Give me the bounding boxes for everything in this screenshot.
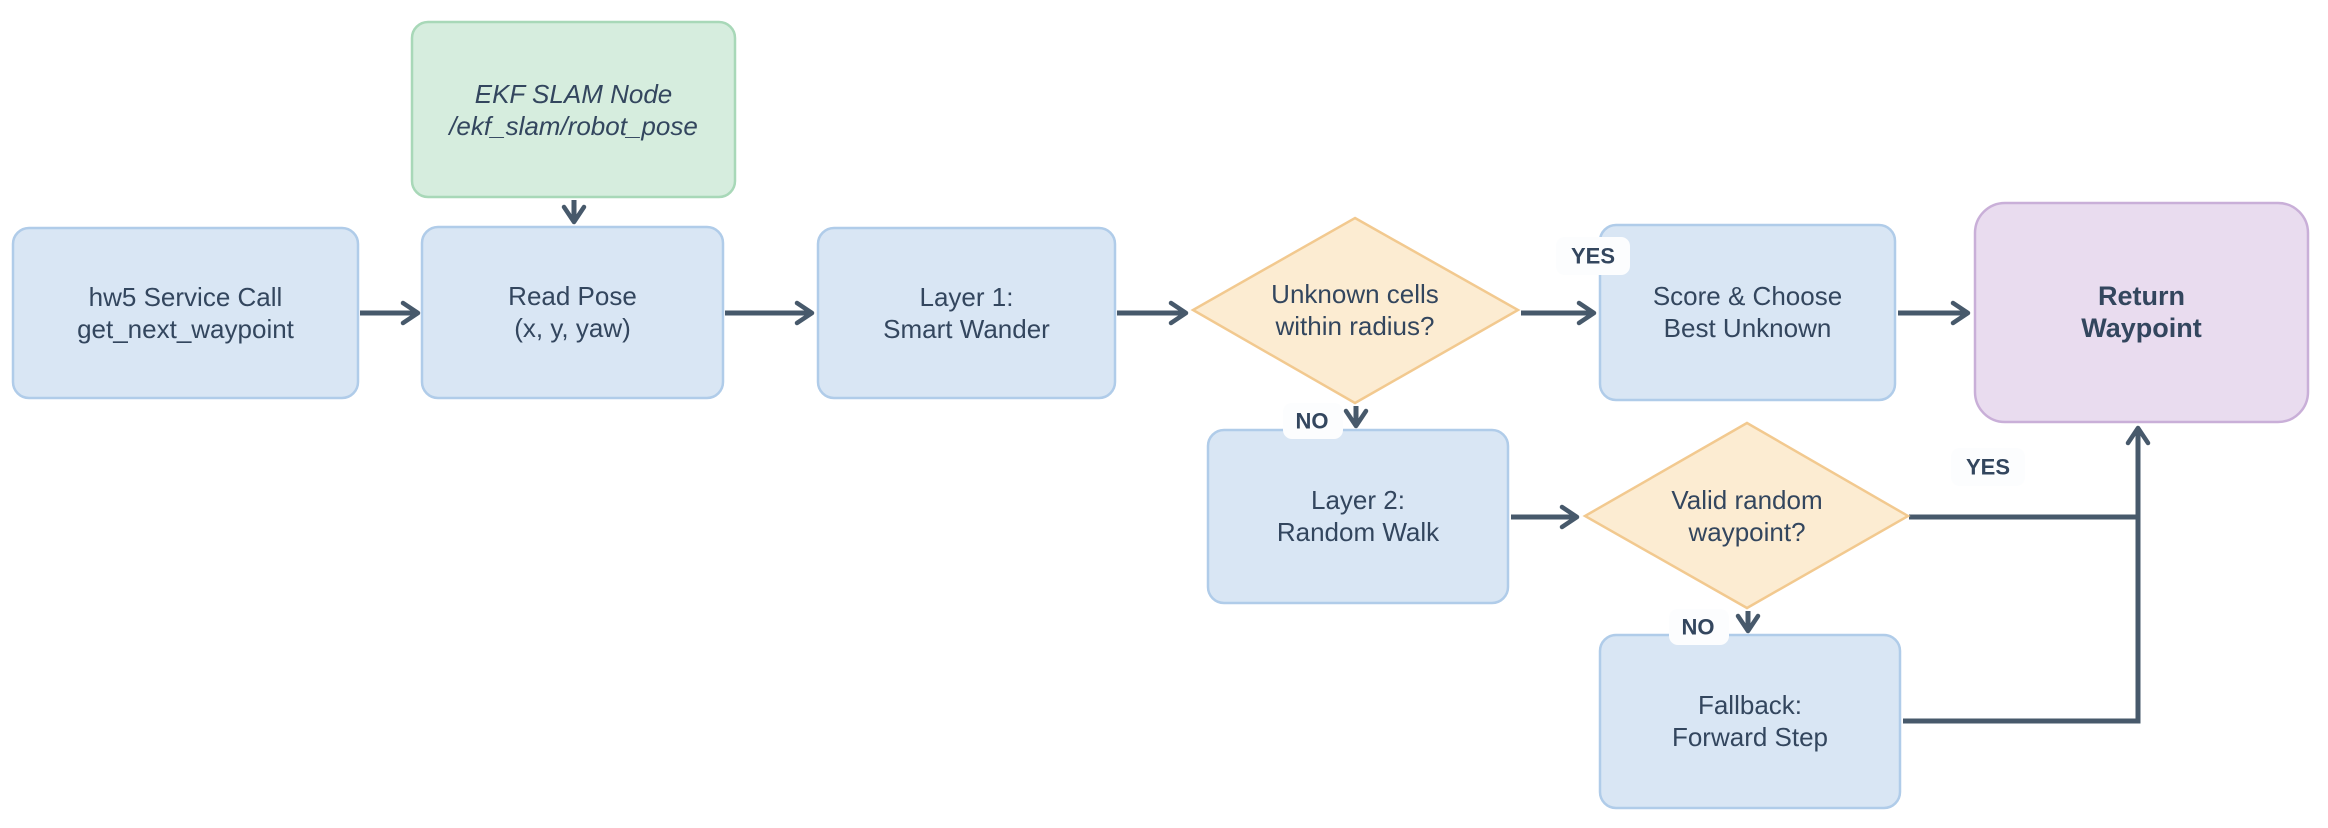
node-hw5-service-call: hw5 Service Call get_next_waypoint [11, 226, 360, 400]
node-score-choose: Score & Choose Best Unknown [1598, 223, 1897, 402]
node-score-choose-label-line2: Best Unknown [1664, 313, 1832, 343]
edge-label-yes-2: YES [1966, 455, 2010, 480]
node-read-pose-label-line1: Read Pose [508, 281, 637, 311]
edge-fallback-to-return-waypoint [1903, 425, 2151, 724]
node-layer2-label-line1: Layer 2: [1311, 485, 1405, 515]
decision-valid-random-label-line1: Valid random [1671, 485, 1822, 515]
node-layer1-shape [816, 226, 1117, 400]
node-read-pose-label-line2: (x, y, yaw) [514, 313, 631, 343]
node-fallback-shape [1598, 633, 1902, 810]
edge-label-no-2: NO [1682, 615, 1715, 640]
node-layer2-random-walk: Layer 2: Random Walk [1206, 428, 1510, 605]
node-hw5-shape [11, 226, 360, 400]
edge-label-no-1: NO [1296, 409, 1329, 434]
edges [360, 200, 2151, 724]
node-ekf-slam: EKF SLAM Node /ekf_slam/robot_pose [410, 20, 737, 199]
decision-valid-random-label-line2: waypoint? [1687, 517, 1805, 547]
node-return-waypoint-label-line1: Return [2098, 281, 2185, 311]
node-ekf-slam-shape [410, 20, 737, 199]
node-fallback-label-line2: Forward Step [1672, 722, 1828, 752]
edge-label-chip-yes-1 [1556, 237, 1630, 275]
edge-label-chip-no-1 [1283, 403, 1343, 439]
node-layer1-label-line1: Layer 1: [920, 282, 1014, 312]
edge-label-chip-yes-2 [1951, 448, 2025, 486]
edge-label-yes-1: YES [1571, 244, 1615, 269]
edge-labels: YES NO YES NO [1283, 237, 2025, 645]
node-read-pose-shape [420, 225, 725, 400]
node-fallback-forward-step: Fallback: Forward Step [1598, 633, 1902, 810]
decision-unknown-cells: Unknown cells within radius? [1190, 216, 1521, 405]
node-return-waypoint-shape [1973, 201, 2310, 424]
node-score-choose-label-line1: Score & Choose [1653, 281, 1842, 311]
node-return-waypoint: Return Waypoint [1973, 201, 2310, 424]
decision-unknown-cells-label-line2: within radius? [1275, 311, 1435, 341]
node-layer2-shape [1206, 428, 1510, 605]
node-layer2-label-line2: Random Walk [1277, 517, 1440, 547]
node-layer1-label-line2: Smart Wander [883, 314, 1050, 344]
node-layer1-smart-wander: Layer 1: Smart Wander [816, 226, 1117, 400]
decision-unknown-cells-shape [1190, 216, 1521, 405]
node-hw5-label-line1: hw5 Service Call [89, 282, 283, 312]
decision-valid-random: Valid random waypoint? [1582, 421, 1911, 610]
node-ekf-slam-label-line1: EKF SLAM Node [475, 79, 673, 109]
node-hw5-label-line2: get_next_waypoint [77, 314, 295, 344]
node-ekf-slam-label-line2: /ekf_slam/robot_pose [447, 111, 698, 141]
node-fallback-label-line1: Fallback: [1698, 690, 1802, 720]
node-read-pose: Read Pose (x, y, yaw) [420, 225, 725, 400]
edge-label-chip-no-2 [1669, 609, 1729, 645]
node-score-choose-shape [1598, 223, 1897, 402]
decision-unknown-cells-label-line1: Unknown cells [1271, 279, 1439, 309]
decision-valid-random-shape [1582, 421, 1911, 610]
node-return-waypoint-label-line2: Waypoint [2081, 313, 2202, 343]
